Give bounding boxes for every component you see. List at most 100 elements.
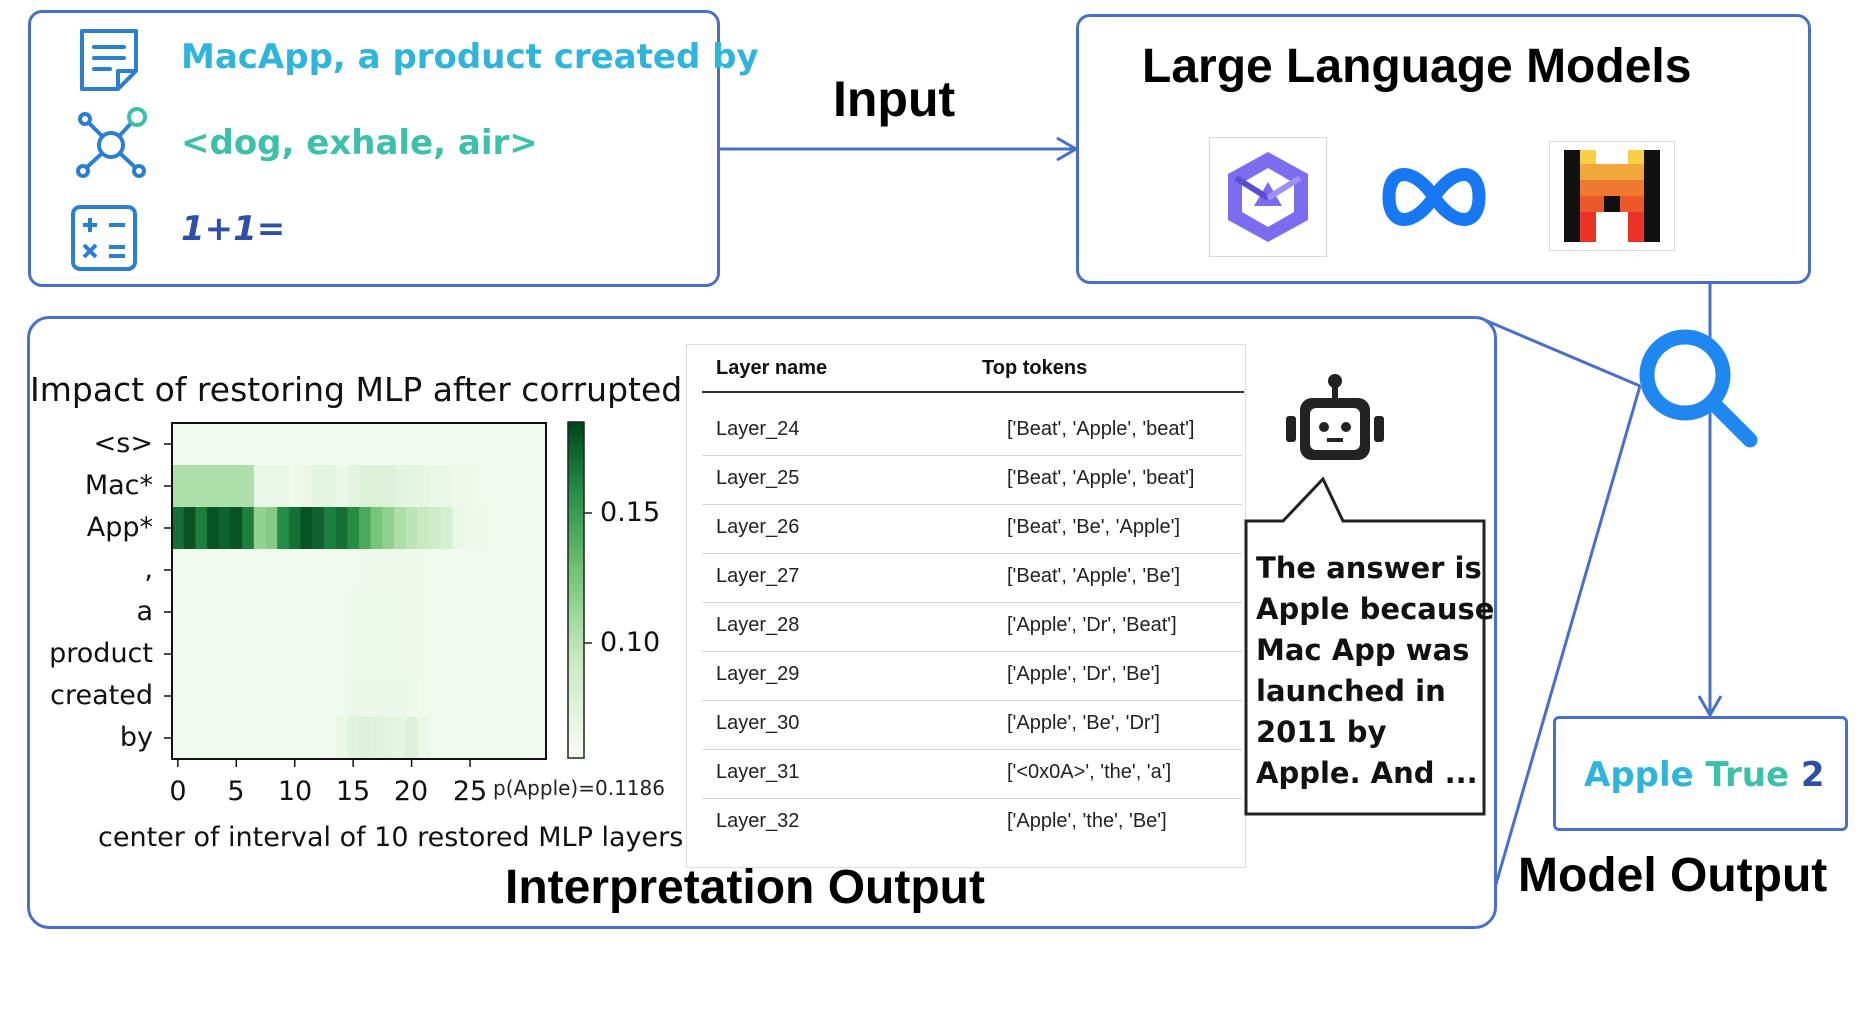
heatmap-cell [370, 507, 383, 550]
heatmap-cell [382, 717, 395, 760]
heatmap-x-tick: 0 [169, 776, 187, 807]
heatmap-cell [312, 549, 325, 592]
heatmap-cell [405, 465, 418, 508]
heatmap-cell [323, 717, 337, 760]
heatmap-row-label: created [50, 680, 153, 711]
heatmap-cell [464, 549, 477, 592]
heatmap-cell [172, 591, 185, 634]
heatmap-cell [429, 675, 442, 718]
heatmap-cell [265, 465, 278, 508]
qwen-logo [1209, 137, 1327, 257]
heatmap-cell [487, 591, 500, 634]
heatmap-x-tick: 15 [335, 776, 371, 807]
heatmap-cell [499, 465, 512, 508]
heatmap-cell [230, 717, 243, 760]
heatmap-cell [382, 633, 395, 676]
heatmap-cell [300, 717, 313, 760]
heatmap-cell [265, 549, 278, 592]
heatmap-cell [534, 675, 547, 718]
heatmap-cell [417, 633, 430, 676]
top-tokens-table [686, 344, 1246, 868]
heatmap-cell [230, 549, 243, 592]
bubble-line: Apple because [1256, 592, 1495, 626]
heatmap-cell [183, 633, 196, 676]
heatmap-cell [183, 549, 196, 592]
heatmap-cell [417, 591, 430, 634]
heatmap-cell [323, 465, 337, 508]
heatmap-cell [499, 423, 512, 466]
heatmap-cell [277, 549, 290, 592]
heatmap-cell [510, 717, 524, 760]
heatmap-cell [405, 507, 418, 550]
heatmap-cell [475, 717, 489, 760]
heatmap-cell [370, 675, 383, 718]
heatmap-cell [347, 507, 360, 550]
heatmap-cell [487, 717, 500, 760]
heatmap-cell [452, 549, 465, 592]
heatmap-cell [172, 633, 185, 676]
heatmap-cell [487, 507, 500, 550]
heatmap-cell [475, 675, 489, 718]
magnifier-icon [1639, 329, 1758, 448]
heatmap-cell [230, 465, 243, 508]
heatmap-cell [172, 465, 185, 508]
heatmap-cell [405, 717, 418, 760]
heatmap-cell [312, 675, 325, 718]
heatmap-cell [347, 465, 360, 508]
heatmap-cell [207, 591, 220, 634]
knowledge-graph-icon [76, 107, 147, 178]
heatmap-cell [265, 591, 278, 634]
table-cell-tokens: ['Apple', 'Dr', 'Be'] [1007, 663, 1160, 685]
heatmap-cell [382, 549, 395, 592]
heatmap-cell [312, 423, 325, 466]
heatmap-cell [300, 423, 313, 466]
heatmap-cell [195, 507, 208, 550]
heatmap-cell [242, 549, 255, 592]
heatmap-cell [335, 465, 348, 508]
heatmap-cell [218, 591, 231, 634]
heatmap-cell [218, 717, 231, 760]
heatmap-cell [172, 423, 185, 466]
heatmap-cell [359, 633, 372, 676]
heatmap-cell [195, 549, 208, 592]
heatmap-cell [394, 549, 407, 592]
input-arrow-label: Input [833, 71, 956, 127]
heatmap-cell [464, 675, 477, 718]
heatmap-cell [323, 549, 337, 592]
heatmap-cell [452, 507, 465, 550]
heatmap-cell [335, 423, 348, 466]
colorbar-tick: 0.10 [600, 627, 661, 658]
heatmap-cell [195, 675, 208, 718]
llm-box: Large Language Models [1076, 14, 1811, 284]
heatmap-cell [405, 675, 418, 718]
heatmap-cell [300, 465, 313, 508]
heatmap-cell [347, 423, 360, 466]
heatmap-x-tick: 25 [452, 776, 488, 807]
heatmap-cell [230, 633, 243, 676]
heatmap-cell [475, 423, 489, 466]
heatmap-cell [452, 591, 465, 634]
table-cell-tokens: ['Apple', 'Be', 'Dr'] [1007, 712, 1160, 734]
heatmap-cell [440, 507, 453, 550]
heatmap-cell [335, 717, 348, 760]
heatmap-cell [183, 591, 196, 634]
heatmap-cell [230, 591, 243, 634]
input-text-triple: <dog, exhale, air> [181, 123, 538, 163]
heatmap-cell [265, 423, 278, 466]
heatmap-cell [253, 507, 266, 550]
heatmap-cell [347, 717, 360, 760]
heatmap-cell [207, 507, 220, 550]
heatmap-cell [429, 423, 442, 466]
heatmap-cell [370, 633, 383, 676]
heatmap-cell [242, 423, 255, 466]
heatmap-cell [359, 675, 372, 718]
heatmap-cell [464, 423, 477, 466]
heatmap-cell [300, 549, 313, 592]
heatmap-cell [499, 507, 512, 550]
table-row-divider [702, 749, 1242, 750]
heatmap-cell [242, 465, 255, 508]
heatmap-cell [265, 633, 278, 676]
heatmap-cell [464, 717, 477, 760]
heatmap-cell [440, 675, 453, 718]
table-cell-layer: Layer_31 [716, 761, 800, 783]
